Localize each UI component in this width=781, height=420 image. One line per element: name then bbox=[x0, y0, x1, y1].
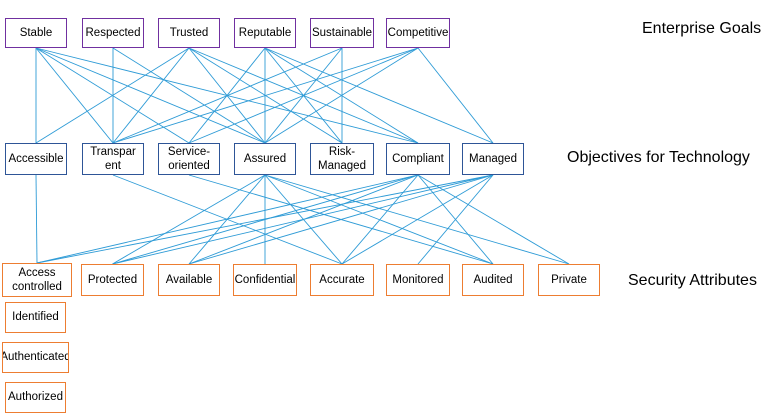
objective-attribute-connector bbox=[341, 174, 419, 265]
objective-attribute-connector bbox=[264, 174, 494, 265]
goal-objective-connector bbox=[112, 47, 343, 144]
objective-risk-managed: Risk- Managed bbox=[310, 143, 374, 175]
sub-attribute-authorized: Authorized bbox=[5, 382, 66, 413]
goal-reputable: Reputable bbox=[234, 18, 296, 48]
heading-enterprise-goals: Enterprise Goals bbox=[642, 20, 762, 37]
objective-attribute-connector bbox=[36, 174, 494, 264]
goal-objective-connector bbox=[112, 47, 266, 144]
objective-attribute-connector bbox=[417, 174, 494, 265]
goal-objective-connector bbox=[35, 47, 190, 144]
sub-attribute-authenticated: Authenticated bbox=[2, 342, 69, 373]
goal-trusted: Trusted bbox=[158, 18, 220, 48]
objective-attribute-connector bbox=[112, 174, 419, 265]
attribute-protected: Protected bbox=[81, 264, 144, 296]
goal-objective-connector bbox=[112, 47, 190, 144]
goal-objective-connector bbox=[264, 47, 494, 144]
objective-attribute-connector bbox=[35, 174, 38, 264]
objective-accessible: Accessible bbox=[5, 143, 67, 175]
heading-security-attributes: Security Attributes bbox=[628, 272, 757, 289]
goal-objective-connector bbox=[417, 47, 494, 144]
objective-attribute-connector bbox=[341, 174, 494, 265]
goal-objective-connector bbox=[264, 47, 419, 144]
objective-transparent: Transpar ent bbox=[82, 143, 144, 175]
objective-attribute-connector bbox=[112, 174, 266, 265]
goal-objective-connector bbox=[112, 47, 419, 144]
objective-compliant: Compliant bbox=[386, 143, 450, 175]
sub-attribute-identified: Identified bbox=[5, 302, 66, 333]
attribute-monitored: Monitored bbox=[386, 264, 450, 296]
attribute-audited: Audited bbox=[462, 264, 524, 296]
heading-objectives-for-technology: Objectives for Technology bbox=[567, 149, 750, 166]
objective-attribute-connector bbox=[188, 174, 494, 265]
goal-respected: Respected bbox=[82, 18, 144, 48]
attribute-available: Available bbox=[158, 264, 220, 296]
goal-objective-connector bbox=[188, 47, 419, 144]
goal-objective-connector bbox=[35, 47, 114, 144]
goal-competitive: Competitive bbox=[386, 18, 450, 48]
objective-attribute-connector bbox=[36, 174, 419, 264]
objective-managed: Managed bbox=[462, 143, 524, 175]
objective-attribute-connector bbox=[112, 174, 494, 265]
objective-service-oriented: Service- oriented bbox=[158, 143, 220, 175]
goal-sustainable: Sustainable bbox=[310, 18, 374, 48]
objective-attribute-connector bbox=[417, 174, 570, 265]
goal-stable: Stable bbox=[5, 18, 67, 48]
objective-assured: Assured bbox=[234, 143, 296, 175]
attribute-accurate: Accurate bbox=[310, 264, 374, 296]
attribute-confidential: Confidential bbox=[233, 264, 297, 296]
attribute-access-controlled: Access controlled bbox=[2, 263, 72, 297]
attribute-private: Private bbox=[538, 264, 600, 296]
